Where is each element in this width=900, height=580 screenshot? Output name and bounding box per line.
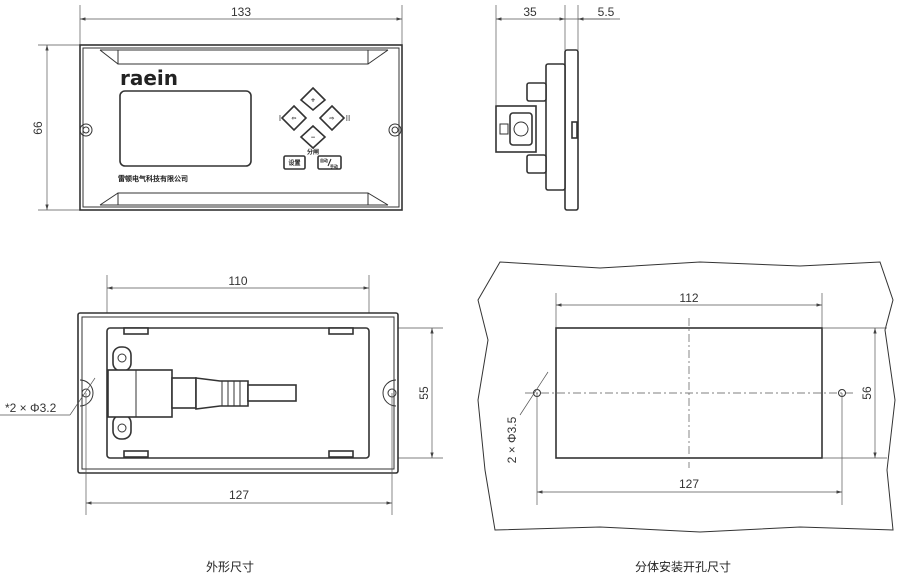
right-key[interactable] (318, 104, 346, 132)
rear-caption: 外形尺寸 (206, 560, 254, 574)
cutout-view: 112 56 2 × Φ3.5 127 分体安装开孔尺寸 (477, 261, 896, 574)
height-dimension: 66 (31, 121, 45, 135)
mounting-hole-right (388, 123, 402, 137)
panel-thickness-dimension: 5.5 (598, 5, 615, 19)
keypad: + ⇦ ⇨ − I II 分闸 设置 自动 手动 (279, 86, 350, 170)
mounting-hole-left (79, 123, 93, 137)
rear-hole-spacing-dimension: 127 (229, 488, 249, 502)
front-view: 133 66 raein + ⇦ ⇨ − I II 分闸 设置 自动 (31, 5, 403, 211)
inner-width-dimension: 110 (228, 274, 247, 288)
cutout-hole-spacing-dimension: 127 (679, 477, 699, 491)
panel-break-outline (477, 261, 896, 533)
cutout-caption: 分体安装开孔尺寸 (635, 559, 731, 574)
side-view: 35 5.5 (495, 5, 620, 211)
bolt-bottom (526, 154, 547, 174)
down-key[interactable] (299, 124, 327, 150)
rear-view: 110 55 *2 × Φ3.2 127 外形尺寸 (0, 274, 443, 574)
cutout-hole-label: 2 × Φ3.5 (505, 416, 519, 463)
set-button[interactable] (283, 155, 306, 170)
plus-icon: + (310, 97, 315, 104)
rear-hole-label: *2 × Φ3.2 (5, 401, 57, 415)
minus-icon: − (310, 134, 315, 141)
cutout-width-dimension: 112 (679, 291, 698, 305)
left-key[interactable] (280, 104, 308, 132)
svg-text:自动: 自动 (320, 157, 328, 163)
cable (247, 384, 297, 402)
key-mark-left: I (279, 114, 281, 123)
inner-height-dimension: 55 (417, 386, 431, 400)
lcd-screen (119, 90, 252, 167)
rj45-connector (107, 369, 173, 418)
svg-text:设置: 设置 (288, 159, 300, 167)
company-name: 雷顿电气科技有限公司 (118, 174, 188, 183)
cutout-height-dimension: 56 (860, 386, 874, 400)
arrow-left-icon: ⇦ (291, 115, 296, 122)
bolt-top (526, 82, 547, 102)
depth-dimension: 35 (523, 5, 537, 19)
arrow-right-icon: ⇨ (329, 115, 334, 122)
housing-body (545, 63, 566, 191)
up-key[interactable] (299, 86, 327, 112)
brand-logo: raein (120, 66, 178, 90)
trip-label: 分闸 (307, 148, 319, 156)
key-mark-right: II (346, 114, 350, 123)
svg-text:手动: 手动 (330, 163, 338, 169)
width-dimension: 133 (231, 5, 251, 19)
